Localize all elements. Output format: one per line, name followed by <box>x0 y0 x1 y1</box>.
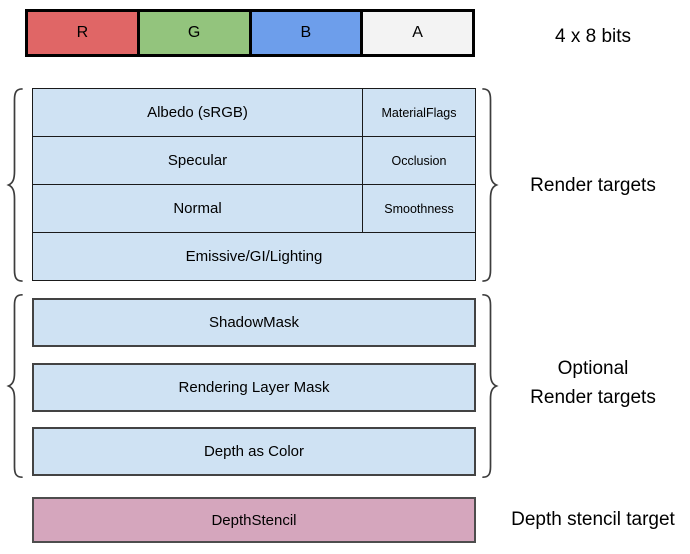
left-brace-icon <box>6 88 23 282</box>
table-row: Specular Occlusion <box>33 136 475 184</box>
cell-emissive: Emissive/GI/Lighting <box>33 233 475 280</box>
optional-render-targets-label: Optional Render targets <box>498 354 688 412</box>
rgba-channels-box: R G B A <box>25 9 475 57</box>
box-depth-as-color: Depth as Color <box>32 427 476 476</box>
table-row: Emissive/GI/Lighting <box>33 232 475 280</box>
cell-specular: Specular <box>33 137 362 184</box>
channel-cell-g: G <box>136 12 249 54</box>
box-shadowmask: ShadowMask <box>32 298 476 347</box>
cell-normal: Normal <box>33 185 362 232</box>
channel-cell-a: A <box>360 12 472 54</box>
render-targets-table: Albedo (sRGB) MaterialFlags Specular Occ… <box>32 88 476 281</box>
table-row: Albedo (sRGB) MaterialFlags <box>33 89 475 136</box>
channel-label-g: G <box>187 24 201 41</box>
box-rendering-layer-mask: Rendering Layer Mask <box>32 363 476 412</box>
cell-materialflags: MaterialFlags <box>362 89 475 136</box>
optional-label-line1: Optional <box>557 358 629 379</box>
channel-cell-b: B <box>248 12 361 54</box>
cell-occlusion: Occlusion <box>362 137 475 184</box>
right-brace-icon <box>482 88 499 282</box>
left-brace-icon <box>6 294 23 478</box>
box-depthstencil: DepthStencil <box>32 497 476 543</box>
channel-label-b: B <box>300 24 312 41</box>
cell-smoothness: Smoothness <box>362 185 475 232</box>
right-brace-icon <box>482 294 499 478</box>
render-targets-label: Render targets <box>530 175 656 196</box>
bits-caption: 4 x 8 bits <box>554 26 632 47</box>
channel-label-r: R <box>76 24 89 41</box>
cell-albedo: Albedo (sRGB) <box>33 89 362 136</box>
table-row: Normal Smoothness <box>33 184 475 232</box>
channel-label-a: A <box>412 24 423 41</box>
depth-stencil-label: Depth stencil target <box>511 509 675 530</box>
optional-label-line2: Render targets <box>530 387 656 408</box>
channel-cell-r: R <box>28 12 137 54</box>
